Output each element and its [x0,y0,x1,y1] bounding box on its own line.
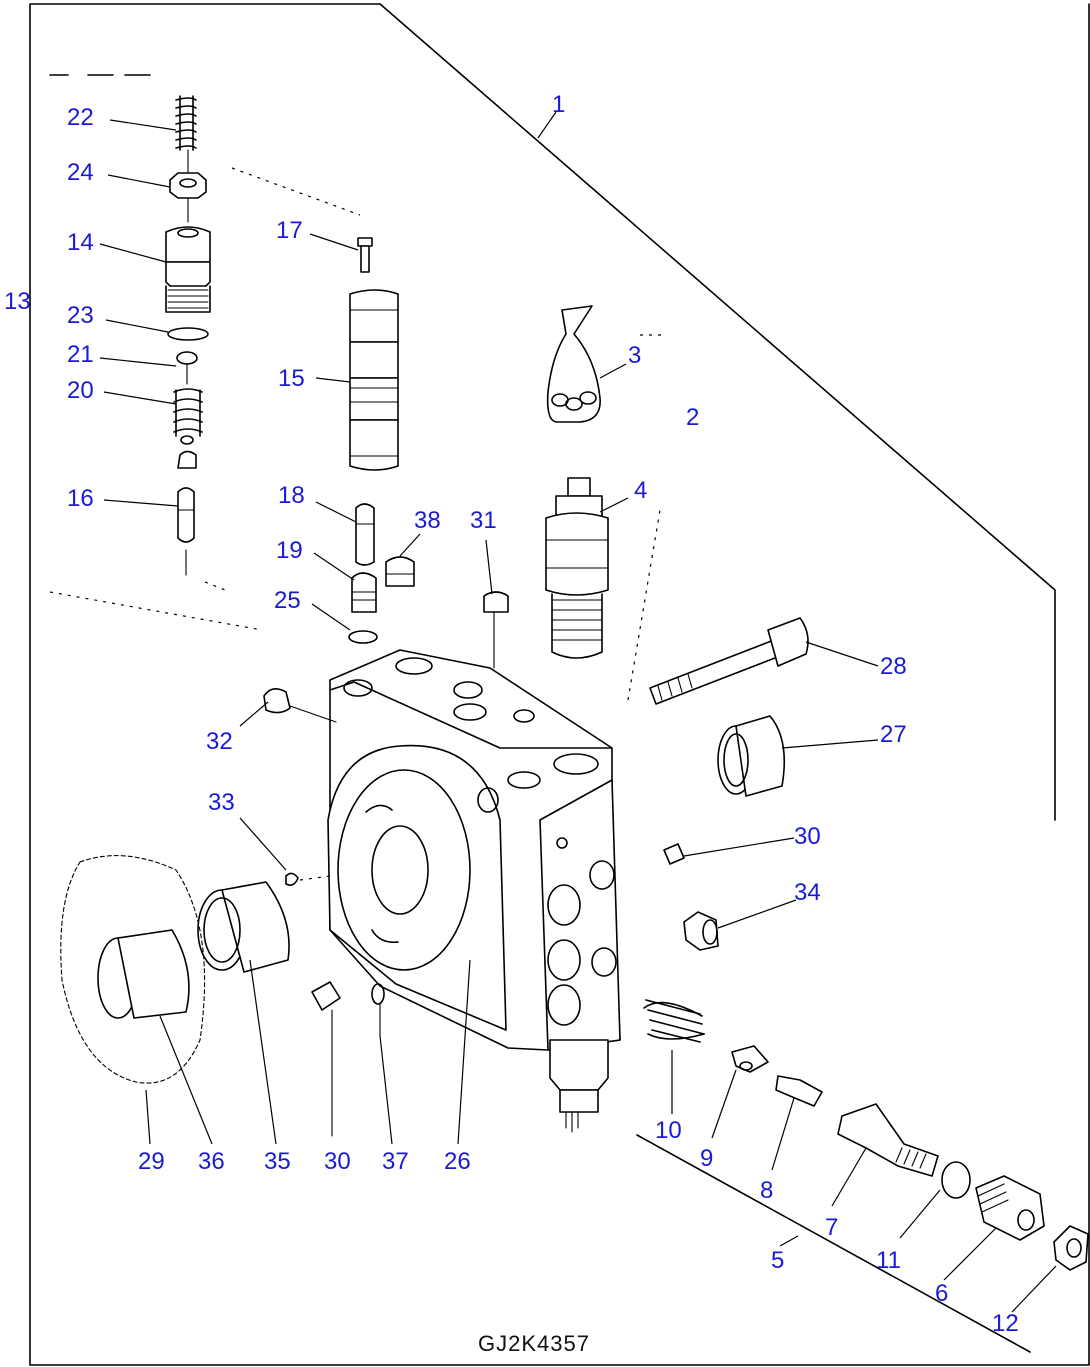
divider-dashed-b [49,591,263,631]
divider-dashed-c [204,581,226,591]
part-26-valve-body [327,649,621,1133]
drawing-code: GJ2K4357 [478,1331,590,1356]
part-35-sleeve [197,881,290,973]
callout-4: 4 [634,477,648,504]
part-36-bushing [97,929,190,1019]
part-34-plug [683,911,719,951]
part-9-seat [731,1045,769,1073]
part-18-spool [355,503,375,566]
part-32-plug [263,688,337,723]
part-14-housing [165,226,211,313]
part-17-pin [357,237,373,273]
callout-31: 31 [470,507,497,534]
callout-12: 12 [992,1310,1019,1337]
callout-35: 35 [264,1148,291,1175]
valve-axis [627,509,661,701]
part-37-ring [371,983,385,1005]
callout-16: 16 [67,485,94,512]
callout-34: 34 [794,879,821,906]
callout-37: 37 [382,1148,409,1175]
callout-30-lower: 30 [324,1148,351,1175]
callout-23: 23 [67,302,94,329]
part-6-plug [975,1175,1045,1241]
callout-28: 28 [880,653,907,680]
callout-27: 27 [880,721,907,748]
part-22-spring [175,95,197,151]
callout-22: 22 [67,104,94,131]
callout-18: 18 [278,482,305,509]
part-30-plug-upper [663,843,685,865]
part-20-spring [173,388,203,469]
callout-6: 6 [935,1280,949,1307]
callout-21: 21 [67,341,94,368]
callout-14: 14 [67,229,94,256]
part-38-plug [385,556,415,587]
callout-7: 7 [825,1214,839,1241]
callout-25: 25 [274,587,301,614]
part-10-spring [643,999,705,1043]
callout-33: 33 [208,789,235,816]
callout-15: 15 [278,365,305,392]
part-25-o-ring [348,630,378,644]
leader-lines [99,111,1057,1313]
callout-30-upper: 30 [794,823,821,850]
callout-3: 3 [628,342,642,369]
part-31-plug [483,591,509,669]
part-12-nut [1053,1225,1089,1271]
frame-border [29,3,1090,1366]
part-24-nut [169,172,207,199]
part-23-o-ring [167,327,209,341]
callout-29: 29 [138,1148,165,1175]
callout-10: 10 [655,1117,682,1144]
callout-20: 20 [67,377,94,404]
callout-13: 13 [4,288,31,315]
part-27-collar [717,715,786,797]
part-19-fitting [351,572,377,613]
callout-24: 24 [67,159,94,186]
part-28-bolt [649,617,809,705]
callout-17: 17 [276,217,303,244]
callout-19: 19 [276,537,303,564]
part-21-seat [176,351,198,385]
callout-1: 1 [552,91,566,118]
callout-11: 11 [876,1247,901,1274]
callout-9: 9 [700,1145,714,1172]
part-15-spool [349,289,399,471]
part-7-piston [837,1103,939,1177]
part-8-poppet [775,1075,823,1107]
callout-8: 8 [760,1177,774,1204]
part-30-plug-lower [311,981,341,1137]
part-11-o-ring [941,1161,971,1199]
callout-26: 26 [444,1148,471,1175]
callout-36: 36 [198,1148,225,1175]
callout-2: 2 [686,404,700,431]
part-33-ring [285,872,299,886]
callout-5: 5 [771,1247,785,1274]
group-bracket-5 [636,1134,1031,1353]
part-4-relief-valve [545,477,609,659]
divider-dashed-a [231,167,361,216]
part-3-kit-bag [546,305,601,423]
group-bracket-1 [379,3,1056,821]
part-29-gasket [60,855,206,1084]
part-16-piston [177,487,195,576]
callout-32: 32 [206,728,233,755]
callout-38: 38 [414,507,441,534]
